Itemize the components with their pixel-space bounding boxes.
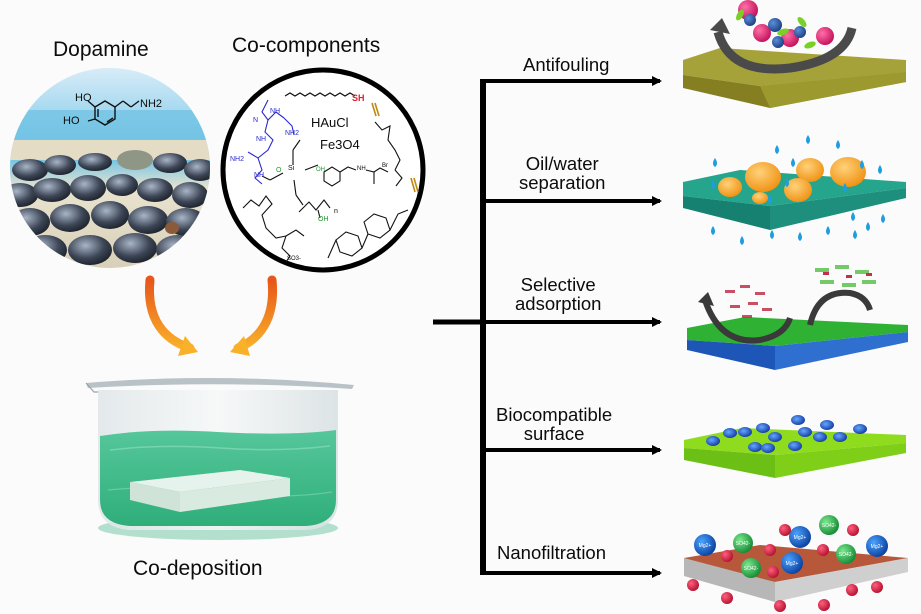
na-ion [818,599,830,611]
svg-text:Mg2+: Mg2+ [794,535,807,541]
formula-so3: SO3- [287,256,302,262]
svg-text:Mg2+: Mg2+ [871,544,884,550]
svg-text:SO42-: SO42- [744,566,759,572]
na-ion [817,544,829,556]
svg-text:SO42-: SO42- [839,552,854,558]
formula-nh2: NH2 [140,98,163,110]
formula-oh-pva: OH [318,216,329,223]
formula-sh: SH [352,93,365,103]
na-ion [721,592,733,604]
na-ion [774,600,786,612]
membrane-biocompatible [684,415,906,478]
co-components-label: Co-components [232,34,381,57]
dopamine-photo [10,68,210,268]
formula-nh-1: NH [270,108,281,115]
mg-ion: Mg2+ [866,535,888,557]
formula-nh-3: NH [254,172,265,179]
na-ion [721,550,733,562]
formula-haucl: HAuCl [311,115,349,130]
so4-ion: SO42- [741,558,761,578]
formula-o: O [276,167,282,174]
formula-nh-2: NH [256,136,267,143]
svg-text:Mg2+: Mg2+ [699,543,712,549]
formula-fe3o4: Fe3O4 [320,137,360,152]
na-ion [779,524,791,536]
dopamine-label: Dopamine [53,38,149,61]
na-ion [764,544,776,556]
mg-ion: Mg2+ [789,526,811,548]
merge-arrows [144,275,278,356]
na-ion [871,581,883,593]
so4-ion: SO42- [819,515,839,535]
membrane-antifouling [683,0,906,108]
svg-text:SO42-: SO42- [822,523,837,529]
svg-text:Mg2+: Mg2+ [786,561,799,567]
formula-ho-bottom: HO [63,115,80,127]
label-nanofiltration: Nanofiltration [497,542,607,563]
formula-si: Si [288,165,295,172]
formula-ho-top: HO [75,92,92,104]
na-ion [687,579,699,591]
na-ion [847,524,859,536]
formula-n-subscript: n [334,208,338,215]
svg-text:SO42-: SO42- [736,541,751,547]
beaker [85,377,354,540]
so4-ion: SO42- [836,544,856,564]
co-deposition-label: Co-deposition [133,557,263,580]
mg-ion: Mg2+ [781,552,803,574]
membrane-selective-adsorption [687,265,908,370]
formula-nh-amide: NH [357,166,366,172]
mg-ion: Mg2+ [694,534,716,556]
so4-ion: SO42- [733,533,753,553]
formula-n: N [253,117,259,124]
na-ion [767,566,779,578]
formula-oh-catechol: OH [316,167,325,173]
label-antifouling: Antifouling [523,54,610,75]
dopamine-structure [87,100,140,126]
branch-lines [433,76,662,578]
na-ion [846,584,858,596]
formula-nh2-1: NH2 [285,130,300,137]
formula-nh2-2: NH2 [230,156,245,163]
co-components-circle [220,67,426,273]
formula-br: Br [382,163,388,169]
ion-balls: Mg2+ Mg2+ Mg2+ Mg2+ SO42- SO42- SO42- SO… [687,515,888,612]
membrane-oil-water [683,135,906,245]
